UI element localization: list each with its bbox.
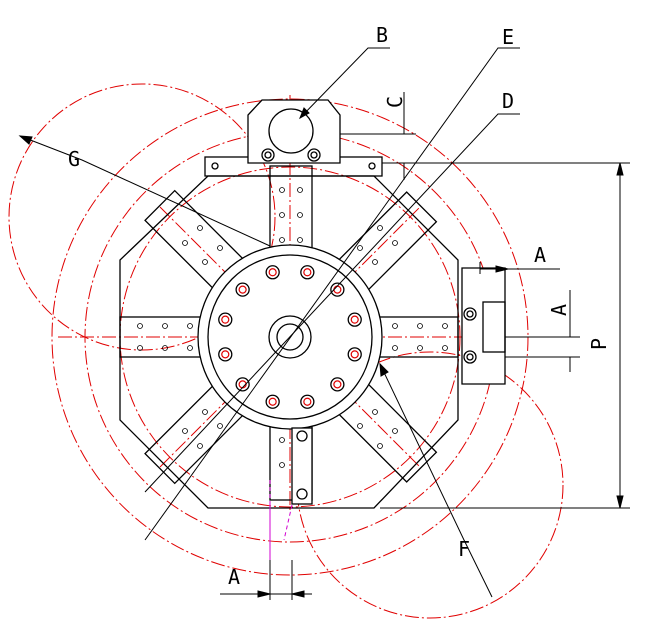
right-clamp (461, 267, 506, 385)
hub-bolt (330, 282, 345, 297)
label-c: C (383, 96, 407, 108)
label-p: P (587, 338, 611, 350)
hub-bolt-head (303, 397, 312, 406)
hub-bolt-head (221, 315, 230, 324)
bottom-clamp-bolt-top (296, 430, 308, 442)
hub-bolt (235, 282, 250, 297)
hub-bore (268, 315, 312, 359)
mount-bore (268, 108, 314, 154)
hub-bolt-head (333, 380, 342, 389)
leader-f (379, 363, 493, 598)
circle-f-radius (296, 351, 564, 619)
base-outline (119, 175, 459, 509)
mount-bolt-left-inner (264, 151, 272, 159)
hub-bolt (300, 265, 315, 280)
hub-bolt (218, 347, 233, 362)
hub-bolt (300, 394, 315, 409)
ledge-hole-left (211, 162, 219, 170)
label-a-right-side: A (547, 304, 571, 316)
hub-bolt-head (268, 268, 277, 277)
hub-ring (207, 254, 373, 420)
leader-lines (18, 47, 520, 598)
hub-bolt-head (268, 397, 277, 406)
hub-bolt-head (350, 350, 359, 359)
label-e: E (502, 25, 514, 49)
bottom-clamp (269, 427, 313, 560)
hub-bolt-head (303, 268, 312, 277)
clamp-slot (482, 301, 506, 353)
leader-g (19, 135, 271, 247)
clamp-bolt-bottom-inner (466, 353, 474, 361)
label-f: F (458, 537, 470, 561)
hub-bolt (347, 312, 362, 327)
leader-e (144, 47, 520, 541)
mount-body (247, 99, 341, 164)
hub-bolt (265, 265, 280, 280)
bottom-clamp-bolt-bottom (296, 488, 308, 500)
hub-bolt-head (350, 315, 359, 324)
leader-b (299, 47, 390, 119)
leader-d (144, 113, 520, 493)
hub-bolt-circle (218, 265, 362, 409)
hub-bolt-head (221, 350, 230, 359)
clamp-bolt-bottom (463, 350, 477, 364)
labels: B E D C G A A P F A (68, 23, 611, 589)
bottom-clamp-body (291, 427, 313, 505)
ledge-hole-right (368, 162, 376, 170)
hub-bolt (265, 394, 280, 409)
mount-bolt-left (261, 148, 275, 162)
label-a-right-top: A (534, 243, 546, 267)
hub-bolt (347, 347, 362, 362)
label-g: G (68, 147, 80, 171)
dimensions (220, 92, 630, 600)
hub-bore-inner (276, 323, 304, 351)
top-mount (247, 99, 341, 164)
label-a-bottom: A (228, 565, 240, 589)
hub-bolt (218, 312, 233, 327)
label-d: D (502, 89, 514, 113)
clamp-bolt-top-inner (466, 310, 474, 318)
hub-bolt-head (238, 285, 247, 294)
hub-bolt (330, 377, 345, 392)
mount-bolt-right (307, 148, 321, 162)
clamp-bolt-top (463, 307, 477, 321)
hub-bolt (235, 377, 250, 392)
label-b: B (376, 23, 388, 47)
mount-bolt-right-inner (310, 151, 318, 159)
